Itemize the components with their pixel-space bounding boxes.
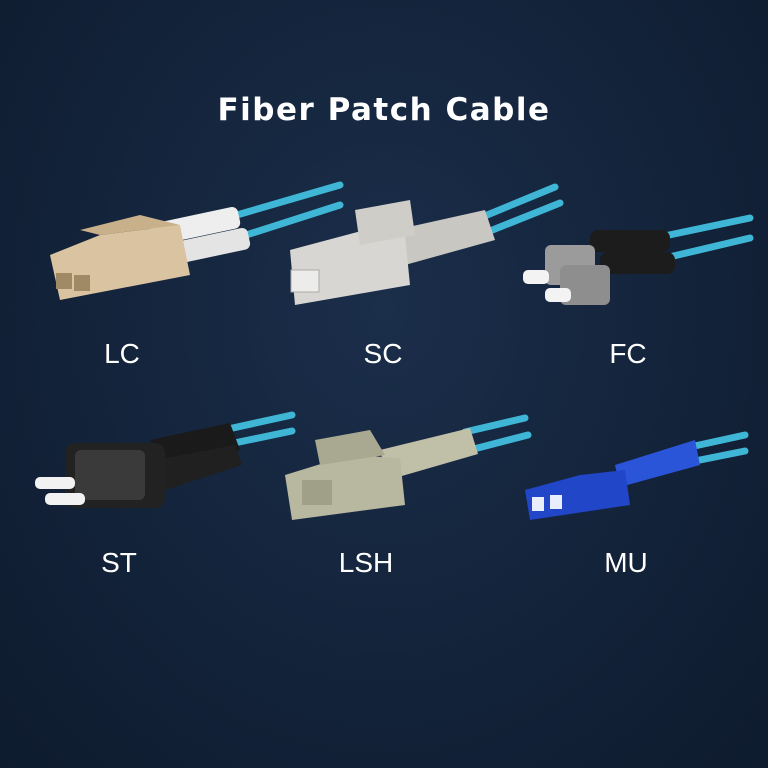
lc-label: LC [104, 338, 140, 369]
st-connector-graphic [35, 411, 296, 508]
lsh-connector-image [280, 410, 532, 530]
mu-connector-graphic [525, 431, 749, 520]
lsh-connector-graphic [285, 414, 532, 520]
fc-connector-image [515, 200, 755, 320]
lsh-label: LSH [338, 547, 394, 578]
lc-connector-graphic [50, 181, 344, 300]
sc-connector-graphic [290, 183, 564, 305]
fc-label: FC [609, 338, 647, 369]
sc-connector-image [285, 175, 575, 315]
sc-label: SC [363, 338, 403, 369]
lc-connector-image [40, 175, 344, 315]
mu-label: MU [604, 547, 648, 578]
st-connector-image [30, 405, 300, 525]
st-label: ST [101, 547, 137, 578]
page-title: Fiber Patch Cable [217, 92, 551, 128]
fc-connector-graphic [523, 214, 754, 305]
mu-connector-image [520, 425, 750, 525]
